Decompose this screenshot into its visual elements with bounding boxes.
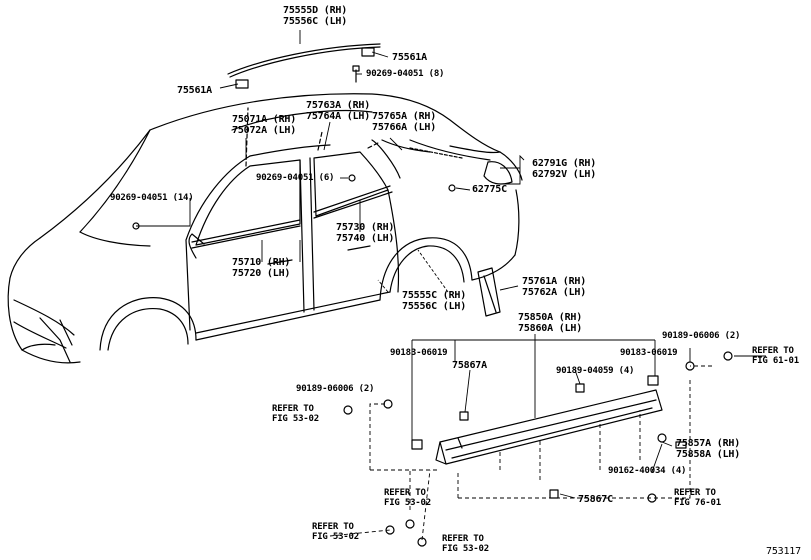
label-75766a: 75766A (LH) (372, 122, 437, 133)
ref-line-2: FIG 53-02 (312, 532, 359, 542)
label-75556c: 75556C (LH) (283, 16, 348, 27)
ref-line-1: REFER TO (384, 488, 426, 498)
label-62792v: 62792V (LH) (532, 169, 597, 180)
rocker-molding-part (132, 174, 733, 547)
label-75764a: 75764A (LH) (306, 111, 371, 122)
label-75765a: 75765A (RH) (372, 111, 437, 122)
label-75850a: 75850A (RH) (518, 312, 583, 323)
label-75740: 75740 (LH) (336, 233, 395, 244)
label-75860a: 75860A (LH) (518, 323, 583, 334)
car-body-outline (7, 93, 523, 364)
ref-line-1: REFER TO (312, 522, 354, 532)
label-clip-90269-6: 90269-04051 (6) (256, 173, 335, 183)
ref-fig-53-02-d[interactable]: REFER TO FIG 53-02 (442, 534, 489, 554)
ref-line-2: FIG 53-02 (384, 498, 431, 508)
label-90183-left: 90183-06019 (390, 348, 448, 358)
label-75561a-right: 75561A (392, 52, 427, 63)
label-75555d: 75555D (RH) (283, 5, 348, 16)
label-90183-right: 90183-06019 (620, 348, 678, 358)
label-75762a: 75762A (LH) (522, 287, 587, 298)
assembly-dashes (329, 365, 712, 541)
label-75763a: 75763A (RH) (306, 100, 371, 111)
label-clip-90269-14: 90269-04051 (14) (110, 193, 194, 203)
label-62791g: 62791G (RH) (532, 158, 597, 169)
label-90162-40034: 90162-40034 (4) (608, 466, 687, 476)
label-90189-06006-right: 90189-06006 (2) (662, 331, 741, 341)
label-62775c: 62775C (472, 184, 507, 195)
label-75071a: 75071A (RH) (232, 114, 297, 125)
ref-fig-53-02-b[interactable]: REFER TO FIG 53-02 (384, 488, 431, 508)
label-75858a: 75858A (LH) (676, 449, 741, 460)
label-75561a-left: 75561A (177, 85, 212, 96)
ref-line-2: FIG 76-01 (674, 498, 721, 508)
ref-line-2: FIG 61-01 (752, 356, 799, 366)
ref-line-2: FIG 53-02 (442, 544, 489, 554)
roof-molding-part (227, 43, 381, 89)
label-clip-90269-8: 90269-04051 (8) (366, 69, 445, 79)
label-90189-06006-left: 90189-06006 (2) (296, 384, 375, 394)
label-75555c: 75555C (RH) (402, 290, 467, 301)
label-75072a: 75072A (LH) (232, 125, 297, 136)
ref-line-1: REFER TO (272, 404, 314, 414)
ref-fig-61-01[interactable]: REFER TO FIG 61-01 (752, 346, 799, 366)
ref-line-2: FIG 53-02 (272, 414, 319, 424)
ref-fig-53-02-c[interactable]: REFER TO FIG 53-02 (312, 522, 359, 542)
label-75720: 75720 (LH) (232, 268, 291, 279)
label-75556c-lh: 75556C (LH) (402, 301, 467, 312)
ref-fig-53-02-a[interactable]: REFER TO FIG 53-02 (272, 404, 319, 424)
label-90189-04059: 90189-04059 (4) (556, 366, 635, 376)
ref-line-1: REFER TO (442, 534, 484, 544)
label-75867c: 75867C (578, 494, 613, 505)
label-75857a: 75857A (RH) (676, 438, 741, 449)
figure-id: 753117 (766, 546, 801, 557)
label-75710: 75710 (RH) (232, 257, 291, 268)
ref-line-1: REFER TO (752, 346, 794, 356)
label-75730: 75730 (RH) (336, 222, 395, 233)
label-75761a: 75761A (RH) (522, 276, 587, 287)
leader-lines (136, 30, 766, 499)
ref-line-1: REFER TO (674, 488, 716, 498)
label-75867a: 75867A (452, 360, 487, 371)
ref-fig-76-01[interactable]: REFER TO FIG 76-01 (674, 488, 721, 508)
